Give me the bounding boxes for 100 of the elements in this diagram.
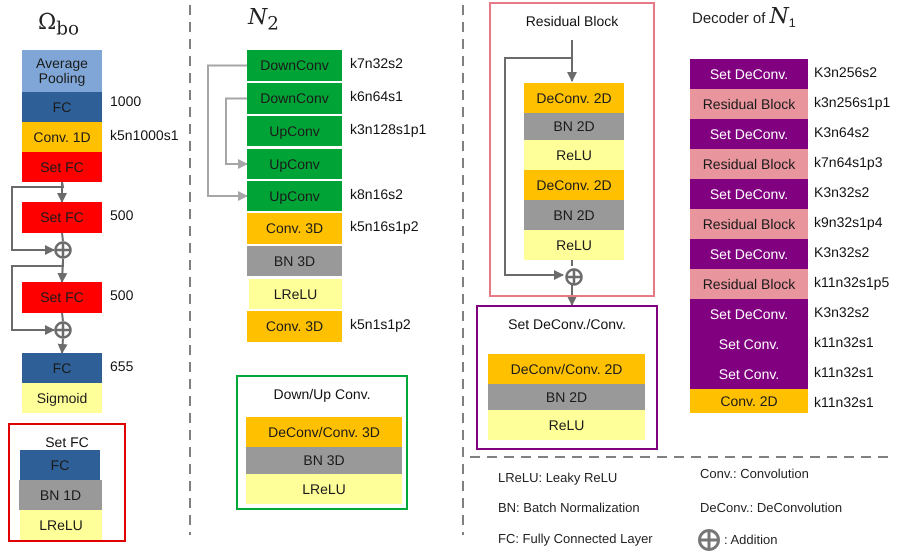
layer-name: UpConv: [269, 124, 320, 138]
layer-box: [690, 269, 808, 299]
connector-line: [61, 232, 64, 242]
layer-name: DeConv. 2D: [536, 178, 612, 192]
layer-box: [22, 92, 102, 122]
layer-name: Set Conv.: [718, 366, 780, 382]
abbreviation-note: FC: Fully Connected Layer: [498, 531, 653, 546]
layer-parameter: K3n32s2: [814, 184, 870, 200]
layer-box: [690, 119, 808, 149]
layer-box: [22, 152, 102, 182]
layer-parameter: k7n32s2: [350, 55, 403, 71]
layer-box: [690, 89, 808, 119]
layer-box: [247, 50, 342, 81]
layer-name: Residual Block: [702, 156, 796, 172]
arrow: [504, 40, 573, 280]
layer-box: [246, 474, 402, 504]
layer-parameter: 500: [110, 207, 134, 223]
layer-box: [22, 202, 102, 233]
layer-box: [690, 359, 808, 389]
layer-name: BN 1D: [40, 488, 82, 502]
layer-parameter: k11n32s1: [814, 364, 874, 380]
layer-parameter: k11n32s1p5: [814, 274, 890, 290]
block-title: Residual Block: [524, 13, 620, 29]
block-frame: [8, 423, 126, 542]
layer-parameter: k6n64s1: [350, 88, 403, 104]
layer-box: [22, 353, 102, 383]
arrow: [58, 338, 68, 354]
layer-parameter: k5n1000s1: [110, 127, 179, 143]
layer-name: Average Pooling: [35, 56, 89, 86]
layer-box: [246, 417, 402, 447]
layer-parameter: K3n256s2: [814, 64, 878, 80]
abbreviation-note: DeConv.: DeConvolution: [700, 500, 842, 515]
layer-name: Set FC: [40, 210, 84, 225]
layer-parameter: k5n1s1p2: [350, 316, 411, 332]
layer-box: [247, 149, 342, 179]
layer-box: [524, 170, 624, 200]
layer-parameter: k8n16s2: [350, 186, 403, 202]
addition-circle: [54, 241, 72, 259]
arrow: [567, 284, 577, 306]
layer-box: [247, 83, 342, 114]
block-title: Set DeConv./Conv.: [507, 316, 627, 332]
layer-parameter: 1000: [110, 93, 142, 109]
layer-parameter: k3n128s1p1: [350, 121, 426, 137]
layer-name: BN 2D: [553, 119, 595, 134]
layer-box: [247, 246, 342, 276]
layer-name: Conv. 3D: [266, 221, 324, 236]
layer-name: Conv. 3D: [266, 319, 324, 334]
layer-name: DeConv/Conv. 2D: [510, 362, 622, 376]
layer-box: [247, 311, 342, 342]
layer-parameter: k11n32s1: [814, 334, 874, 350]
layer-box: [249, 279, 342, 309]
layer-box: [690, 209, 808, 239]
layer-parameter: K3n32s2: [814, 304, 870, 320]
layer-name: DownConv: [260, 58, 329, 73]
layer-box: [20, 450, 100, 480]
layer-name: LReLU: [274, 286, 318, 302]
layer-box: [20, 510, 102, 540]
layer-name: FC: [52, 360, 72, 376]
layer-name: Set DeConv.: [710, 66, 788, 82]
abbreviation-note: Conv.: Convolution: [700, 466, 809, 481]
column-heading: Ω$_{bo}$: [38, 10, 80, 40]
addition-circle: [54, 321, 72, 339]
layer-name: DeConv/Conv. 3D: [268, 424, 380, 440]
layer-name: Set DeConv.: [710, 246, 788, 262]
block-frame: [489, 2, 655, 297]
layer-box: [524, 200, 624, 230]
layer-box: [690, 239, 808, 269]
layer-name: BN 3D: [303, 453, 345, 468]
layer-name: ReLU: [556, 148, 592, 162]
arrow: [207, 64, 248, 201]
layer-name: LReLU: [39, 518, 83, 532]
layer-box: [22, 122, 102, 152]
layer-box: [22, 383, 102, 413]
layer-name: LReLU: [302, 482, 346, 496]
layer-parameter: k3n256s1p1: [814, 94, 890, 110]
layer-name: Set Conv.: [718, 336, 780, 352]
column-heading: N$_{2}$: [248, 5, 279, 34]
block-title: Set FC: [44, 434, 90, 450]
layer-box: [488, 410, 645, 440]
layer-name: BN 2D: [553, 208, 595, 222]
layer-name: Set DeConv.: [710, 306, 788, 322]
abbreviation-note: BN: Batch Normalization: [498, 500, 640, 515]
layer-parameter: K3n32s2: [814, 244, 870, 260]
layer-parameter: k7n64s1p3: [814, 154, 883, 170]
layer-parameter: 655: [110, 358, 134, 374]
block-title: Down/Up Conv.: [272, 386, 372, 402]
layer-name: Residual Block: [702, 216, 796, 232]
layer-box: [247, 213, 342, 244]
layer-name: Residual Block: [702, 276, 796, 292]
arrow: [11, 259, 64, 335]
arrow: [225, 98, 248, 169]
layer-box: [524, 230, 624, 260]
layer-box: [690, 149, 808, 179]
column-heading: Decoder of N$_{1}$: [692, 4, 796, 30]
layer-box: [247, 181, 342, 211]
layer-box: [246, 447, 402, 474]
layer-box: [488, 384, 645, 410]
layer-box: [22, 50, 102, 92]
layer-name: BN 2D: [546, 390, 588, 404]
layer-name: Set FC: [40, 160, 84, 174]
